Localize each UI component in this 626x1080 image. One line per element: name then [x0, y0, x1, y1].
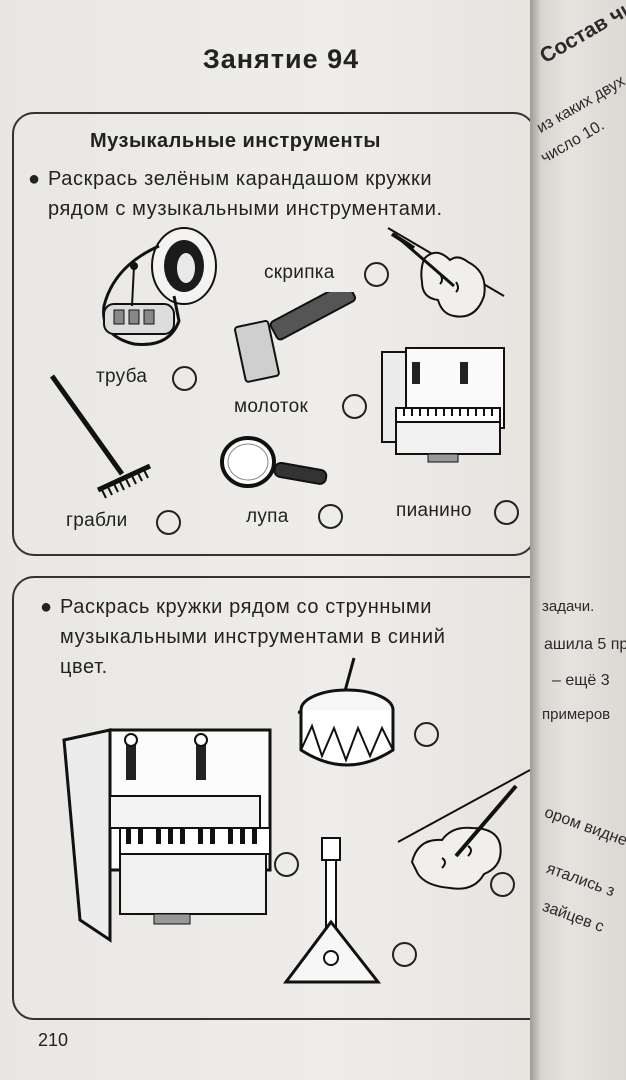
right-low-line1: ором видне — [542, 804, 626, 850]
task2-instruction-line1: Раскрась кружки рядом со струнными — [60, 596, 433, 618]
label-magnifier: лупа — [246, 506, 289, 527]
circle-piano[interactable] — [494, 500, 519, 525]
right-mid-line3: – ещё 3 — [552, 672, 610, 689]
right-mid-line2: ашила 5 пр — [544, 636, 626, 653]
piano-icon — [381, 347, 505, 463]
circle-rake[interactable] — [156, 510, 181, 535]
label-piano: пианино — [396, 500, 472, 521]
right-page: Состав чис из каких двух число 10. задач… — [530, 0, 626, 1080]
page-number: 210 — [38, 1030, 69, 1050]
drum-icon — [297, 657, 395, 767]
circle-drum[interactable] — [414, 722, 439, 747]
label-violin: скрипка — [264, 262, 335, 283]
violin-icon — [397, 769, 531, 890]
task1-instruction: ● Раскрась зелёным карандашом кружки рядо… — [28, 164, 518, 224]
circle-trumpet[interactable] — [172, 366, 197, 391]
hammer-icon — [234, 292, 356, 383]
rake-icon — [49, 374, 152, 499]
task2-instruction-line3: цвет. — [60, 656, 108, 678]
label-rake: грабли — [66, 510, 128, 531]
task2-instruction-line2: музыкальными инструментами в синий — [60, 626, 446, 648]
label-hammer: молоток — [234, 396, 309, 417]
circle-balalaika[interactable] — [392, 942, 417, 967]
circle-violin-2[interactable] — [490, 872, 515, 897]
balalaika-icon — [283, 837, 382, 984]
right-low-line2: ятались з — [544, 860, 617, 901]
magnifier-icon — [220, 436, 328, 488]
task2-instruction: ● Раскрась кружки рядом со струнными музы… — [40, 592, 530, 682]
violin-icon — [387, 227, 505, 318]
label-trumpet: труба — [96, 366, 148, 387]
lesson-title: Занятие 94 — [202, 44, 360, 74]
left-page: Занятие 94 Музыкальные инструменты ● Раск… — [0, 0, 556, 1080]
circle-magnifier[interactable] — [318, 504, 343, 529]
right-low-line3: зайцев с — [540, 898, 607, 936]
tuba-icon — [102, 227, 217, 347]
circle-violin[interactable] — [364, 262, 389, 287]
task1-heading: Музыкальные инструменты — [90, 130, 381, 152]
task1-instruction-line1: Раскрась зелёным карандашом кружки — [48, 168, 433, 190]
piano-icon — [62, 728, 272, 943]
circle-hammer[interactable] — [342, 394, 367, 419]
right-mid-line4: примеров — [542, 706, 611, 723]
right-mid-line1: задачи. — [542, 598, 595, 615]
bullet-icon: ● — [28, 168, 41, 190]
right-top-line1: Состав чис — [536, 0, 626, 68]
bullet-icon: ● — [40, 596, 53, 618]
circle-piano-2[interactable] — [274, 852, 299, 877]
task1-instruction-line2: рядом с музыкальными инструментами. — [48, 198, 443, 220]
